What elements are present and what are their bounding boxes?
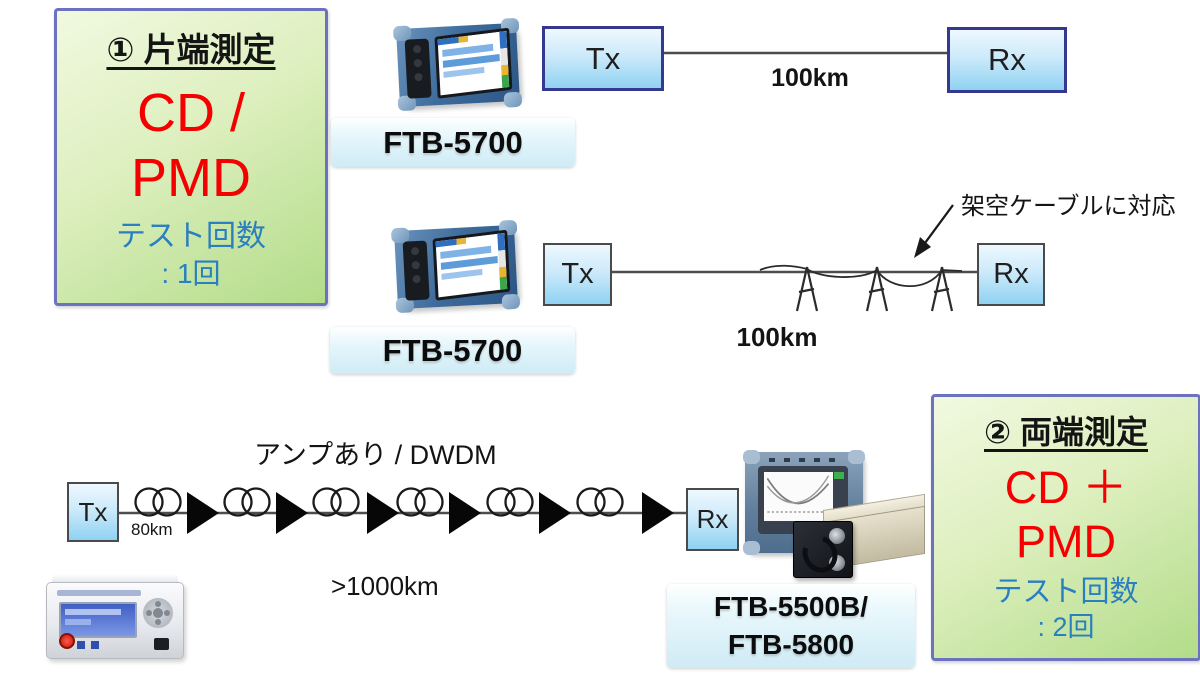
optical-connector <box>829 555 845 571</box>
device-screen <box>432 229 511 301</box>
aerial-cable-sag <box>759 264 963 288</box>
panel-two-test-count-label: テスト回数 <box>993 576 1139 608</box>
optical-amplifier-icon <box>449 492 481 534</box>
panel-one-test-count-value: : 1回 <box>161 257 221 289</box>
fiber-coil-icon <box>223 487 271 517</box>
corner-bumper <box>503 91 523 108</box>
connector-panel <box>404 38 432 99</box>
top-tx-node: Tx <box>542 26 664 91</box>
top-distance-label: 100km <box>771 64 849 92</box>
device-top <box>52 574 178 584</box>
fiber-coil-icon <box>312 487 360 517</box>
optical-amplifier-icon <box>642 492 674 534</box>
middle-rx-node: Rx <box>977 243 1045 306</box>
output-port <box>154 638 169 650</box>
device-case <box>46 582 184 659</box>
panel-one-measurement-line2: PMD <box>131 147 251 208</box>
screen-header <box>435 233 505 248</box>
screen-header <box>437 31 507 46</box>
ftb-5700-nameplate-top: FTB-5700 <box>331 118 575 167</box>
function-button <box>91 641 99 649</box>
panel-single-end-measurement: ① 片端測定 CD / PMD テスト回数 : 1回 <box>54 8 328 306</box>
ftb-5800-nameplate-line2: FTB-5800 <box>727 629 855 660</box>
bottom-distance-label: >1000km <box>331 571 439 601</box>
annotation-arrow-head-icon <box>914 237 931 258</box>
utility-pole-icon <box>865 265 889 313</box>
optical-amplifier-icon <box>276 492 308 534</box>
module-front-panel <box>793 521 853 579</box>
panel-two-title: ② 両端測定 <box>984 414 1148 450</box>
navigation-keypad <box>143 598 173 628</box>
screen-row <box>442 53 500 68</box>
screen-row <box>443 66 485 78</box>
panel-two-measurement-line2: PMD <box>1016 516 1116 567</box>
device-screen <box>434 27 513 99</box>
ftb-5700-nameplate-middle-text: FTB-5700 <box>382 332 523 368</box>
panel-one-title: ① 片端測定 <box>106 31 276 68</box>
ftb-5700-nameplate-middle: FTB-5700 <box>330 327 575 374</box>
screen-row <box>440 255 498 270</box>
bottom-tx-node: Tx <box>67 482 119 542</box>
ftb-5800-module-photo <box>793 493 929 580</box>
panel-two-test-count-value: : 2回 <box>1037 611 1095 642</box>
device-screen <box>764 472 833 521</box>
brand-strip <box>57 590 141 596</box>
connector-panel <box>402 240 430 301</box>
panel-one-measurement-line1: CD / <box>137 83 245 143</box>
power-button <box>59 633 75 649</box>
fiber-coil-icon <box>576 487 624 517</box>
panel-one-test-count-label: テスト回数 <box>116 219 266 253</box>
bottom-rx-node: Rx <box>686 488 739 551</box>
middle-distance-label: 100km <box>736 322 818 352</box>
function-button <box>77 641 85 649</box>
first-span-length-label: 80km <box>131 520 173 539</box>
fiber-coil-icon <box>486 487 534 517</box>
panel-both-end-measurement: ② 両端測定 CD ＋ PMD テスト回数 : 2回 <box>931 394 1200 661</box>
optical-amplifier-icon <box>187 492 219 534</box>
green-status-badge <box>834 472 844 479</box>
lcd-display <box>59 602 137 638</box>
middle-tx-node: Tx <box>543 243 612 306</box>
ftb-5700-photo-top <box>392 17 523 112</box>
optical-amplifier-icon <box>539 492 571 534</box>
screen-row <box>441 268 483 280</box>
ftb-5500b-5800-nameplate: FTB-5500B/ FTB-5800 <box>667 584 915 668</box>
ftb-5700-nameplate-top-text: FTB-5700 <box>383 124 523 160</box>
fiber-coil-icon <box>134 487 182 517</box>
ftb-5500b-nameplate-line1: FTB-5500B/ <box>713 591 869 623</box>
fiber-coil-icon <box>396 487 444 517</box>
annotation-arrow-line <box>924 204 954 244</box>
pmd-curve-graph <box>766 475 830 513</box>
bottom-link-title: アンプあり / DWDM <box>254 440 497 470</box>
corner-bumper <box>743 450 760 464</box>
optical-connector <box>829 528 845 544</box>
utility-pole-icon <box>795 265 819 313</box>
device-chassis <box>392 17 523 112</box>
aerial-cable-annotation: 架空ケーブルに対応 <box>961 193 1176 220</box>
function-key-row <box>769 458 841 462</box>
utility-pole-icon <box>930 265 954 313</box>
corner-bumper <box>848 450 865 464</box>
optical-amplifier-icon <box>367 492 399 534</box>
panel-two-measurement-line1: CD ＋ <box>1004 462 1128 513</box>
benchtop-source-photo <box>44 570 190 665</box>
corner-bumper <box>501 293 521 310</box>
top-rx-node: Rx <box>947 27 1067 93</box>
corner-bumper <box>743 541 760 555</box>
ftb-5700-photo-middle <box>390 219 521 314</box>
device-chassis <box>390 219 521 314</box>
